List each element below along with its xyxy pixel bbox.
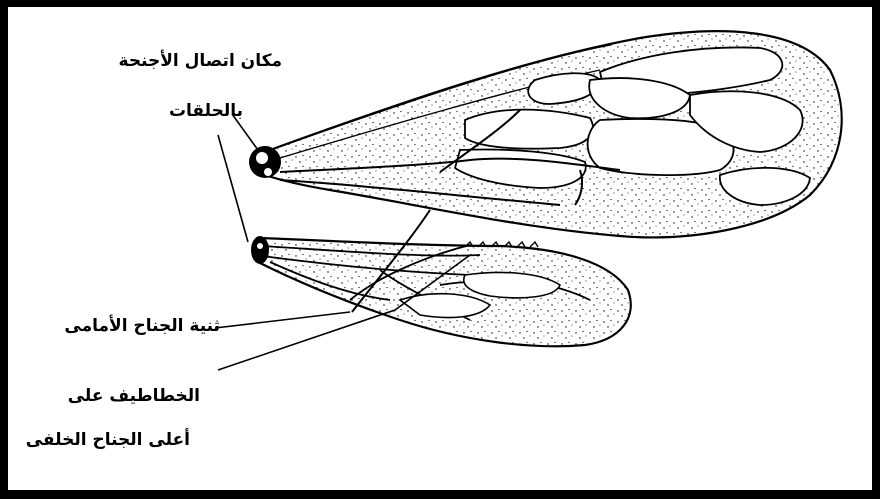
leader-forewing-fold xyxy=(215,312,350,328)
label-attachment-line2: بالحلقات xyxy=(169,103,243,120)
label-forewing-fold: ثنية الجناح الأمامى xyxy=(64,318,220,335)
hindwing-base xyxy=(251,236,269,264)
leader-attachment-hindwing xyxy=(218,135,248,242)
forewing-base xyxy=(249,146,281,178)
label-hooks-line1: الخطاطيف على xyxy=(68,388,200,405)
label-hooks-line2: أعلى الجناح الخلفى xyxy=(26,432,190,449)
label-attachment-line1: مكان اتصال الأجنحة xyxy=(119,53,282,70)
hindwing xyxy=(251,236,631,346)
hindwing-outline xyxy=(258,238,631,346)
